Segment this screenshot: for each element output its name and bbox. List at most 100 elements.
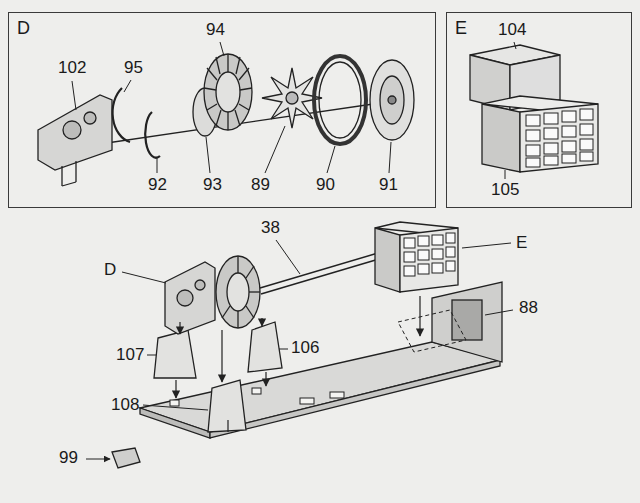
illustration-shape [400, 228, 458, 292]
illustration-shape [237, 311, 238, 328]
illustration-shape [75, 161, 76, 182]
illustration-shape [260, 253, 378, 288]
illustration-shape [514, 42, 516, 49]
illustration-shape [562, 111, 576, 122]
illustration-shape [526, 130, 540, 141]
illustration-shape [562, 126, 576, 137]
illustration-shape [204, 54, 252, 130]
illustration-shape [222, 306, 230, 318]
illustration-shape [175, 380, 176, 398]
illustration-shape [544, 156, 558, 165]
illustration-shape [235, 110, 240, 126]
illustration-shape [544, 113, 558, 124]
illustration-shape [140, 408, 210, 438]
illustration-shape [389, 142, 391, 173]
illustration-shape [432, 263, 443, 273]
illustration-shape [227, 273, 249, 311]
illustration-shape [544, 128, 558, 139]
illustration-shape [404, 266, 415, 276]
panel-e-parts [470, 42, 598, 179]
panel-d-parts [38, 54, 414, 186]
illustration-shape [216, 110, 221, 126]
illustration-shape [418, 250, 429, 260]
illustration-shape [404, 238, 415, 248]
illustration-shape [418, 236, 429, 246]
illustration-shape [327, 146, 335, 173]
panel-frame: D [8, 12, 436, 208]
illustration-shape [286, 92, 298, 104]
callout-number: 38 [261, 218, 280, 238]
illustration-shape [482, 104, 520, 172]
callout-number: 92 [148, 175, 167, 195]
callout-number: 88 [519, 298, 538, 318]
illustration-shape [206, 137, 210, 173]
illustration-shape [220, 42, 224, 56]
illustration-shape [330, 392, 344, 398]
illustration-shape [388, 96, 396, 104]
illustration-shape [526, 158, 540, 167]
illustration-shape [418, 264, 429, 274]
illustration-shape [526, 115, 540, 126]
illustration-shape [179, 322, 180, 334]
callout-number: 106 [291, 338, 319, 358]
illustration-shape [446, 233, 455, 243]
illustration-shape [580, 124, 593, 135]
illustration-shape [446, 261, 455, 271]
illustration-shape [432, 282, 502, 362]
illustration-shape [526, 109, 593, 167]
illustration-shape [140, 342, 500, 432]
illustration-shape [239, 68, 249, 80]
panel-letter: D [17, 18, 30, 39]
illustration-shape [432, 235, 443, 245]
illustration-shape [240, 88, 252, 90]
callout-number: 95 [124, 58, 143, 78]
callout-number: 93 [203, 175, 222, 195]
illustration-shape [562, 141, 576, 152]
illustration-shape [61, 166, 62, 186]
illustration-shape [170, 400, 179, 406]
illustration-shape [580, 109, 593, 120]
illustration-shape [227, 112, 228, 130]
lower-assembly [86, 222, 513, 468]
illustration-shape [246, 266, 254, 278]
illustration-shape [204, 88, 216, 90]
illustration-shape [580, 152, 593, 161]
illustration-shape [62, 182, 76, 186]
callout-number: 104 [498, 20, 526, 40]
illustration-shape [147, 355, 156, 356]
illustration-shape [505, 170, 506, 179]
illustration-shape [237, 256, 238, 273]
illustration-shape [176, 296, 420, 432]
callout-number: 99 [59, 448, 78, 468]
illustration-shape [63, 121, 81, 139]
illustration-shape [265, 372, 266, 386]
illustration-shape [249, 291, 260, 292]
illustration-shape [221, 330, 222, 382]
illustration-shape [276, 240, 300, 274]
panel-d-leaders [72, 42, 391, 173]
illustration-shape [177, 290, 193, 306]
illustration-shape [195, 280, 205, 290]
illustration-shape [124, 80, 131, 92]
illustration-shape [300, 398, 314, 404]
illustration-shape [113, 88, 130, 142]
illustration-shape [84, 112, 96, 124]
illustration-shape [145, 112, 160, 158]
illustration-shape [452, 300, 482, 340]
callout-number: 102 [58, 58, 86, 78]
illustration-shape [520, 104, 598, 172]
callout-number: 107 [116, 345, 144, 365]
illustration-shape [227, 420, 228, 432]
illustration-shape [122, 272, 166, 283]
illustration-shape [207, 104, 217, 110]
callout-number: 90 [316, 175, 335, 195]
illustration-shape [112, 448, 140, 468]
illustration-shape [248, 322, 282, 372]
illustration-shape [261, 318, 262, 326]
illustration-shape [462, 243, 511, 248]
illustration-shape [314, 56, 366, 144]
illustration-shape [216, 256, 260, 328]
illustration-shape [279, 349, 288, 350]
callout-number: 105 [491, 180, 519, 200]
